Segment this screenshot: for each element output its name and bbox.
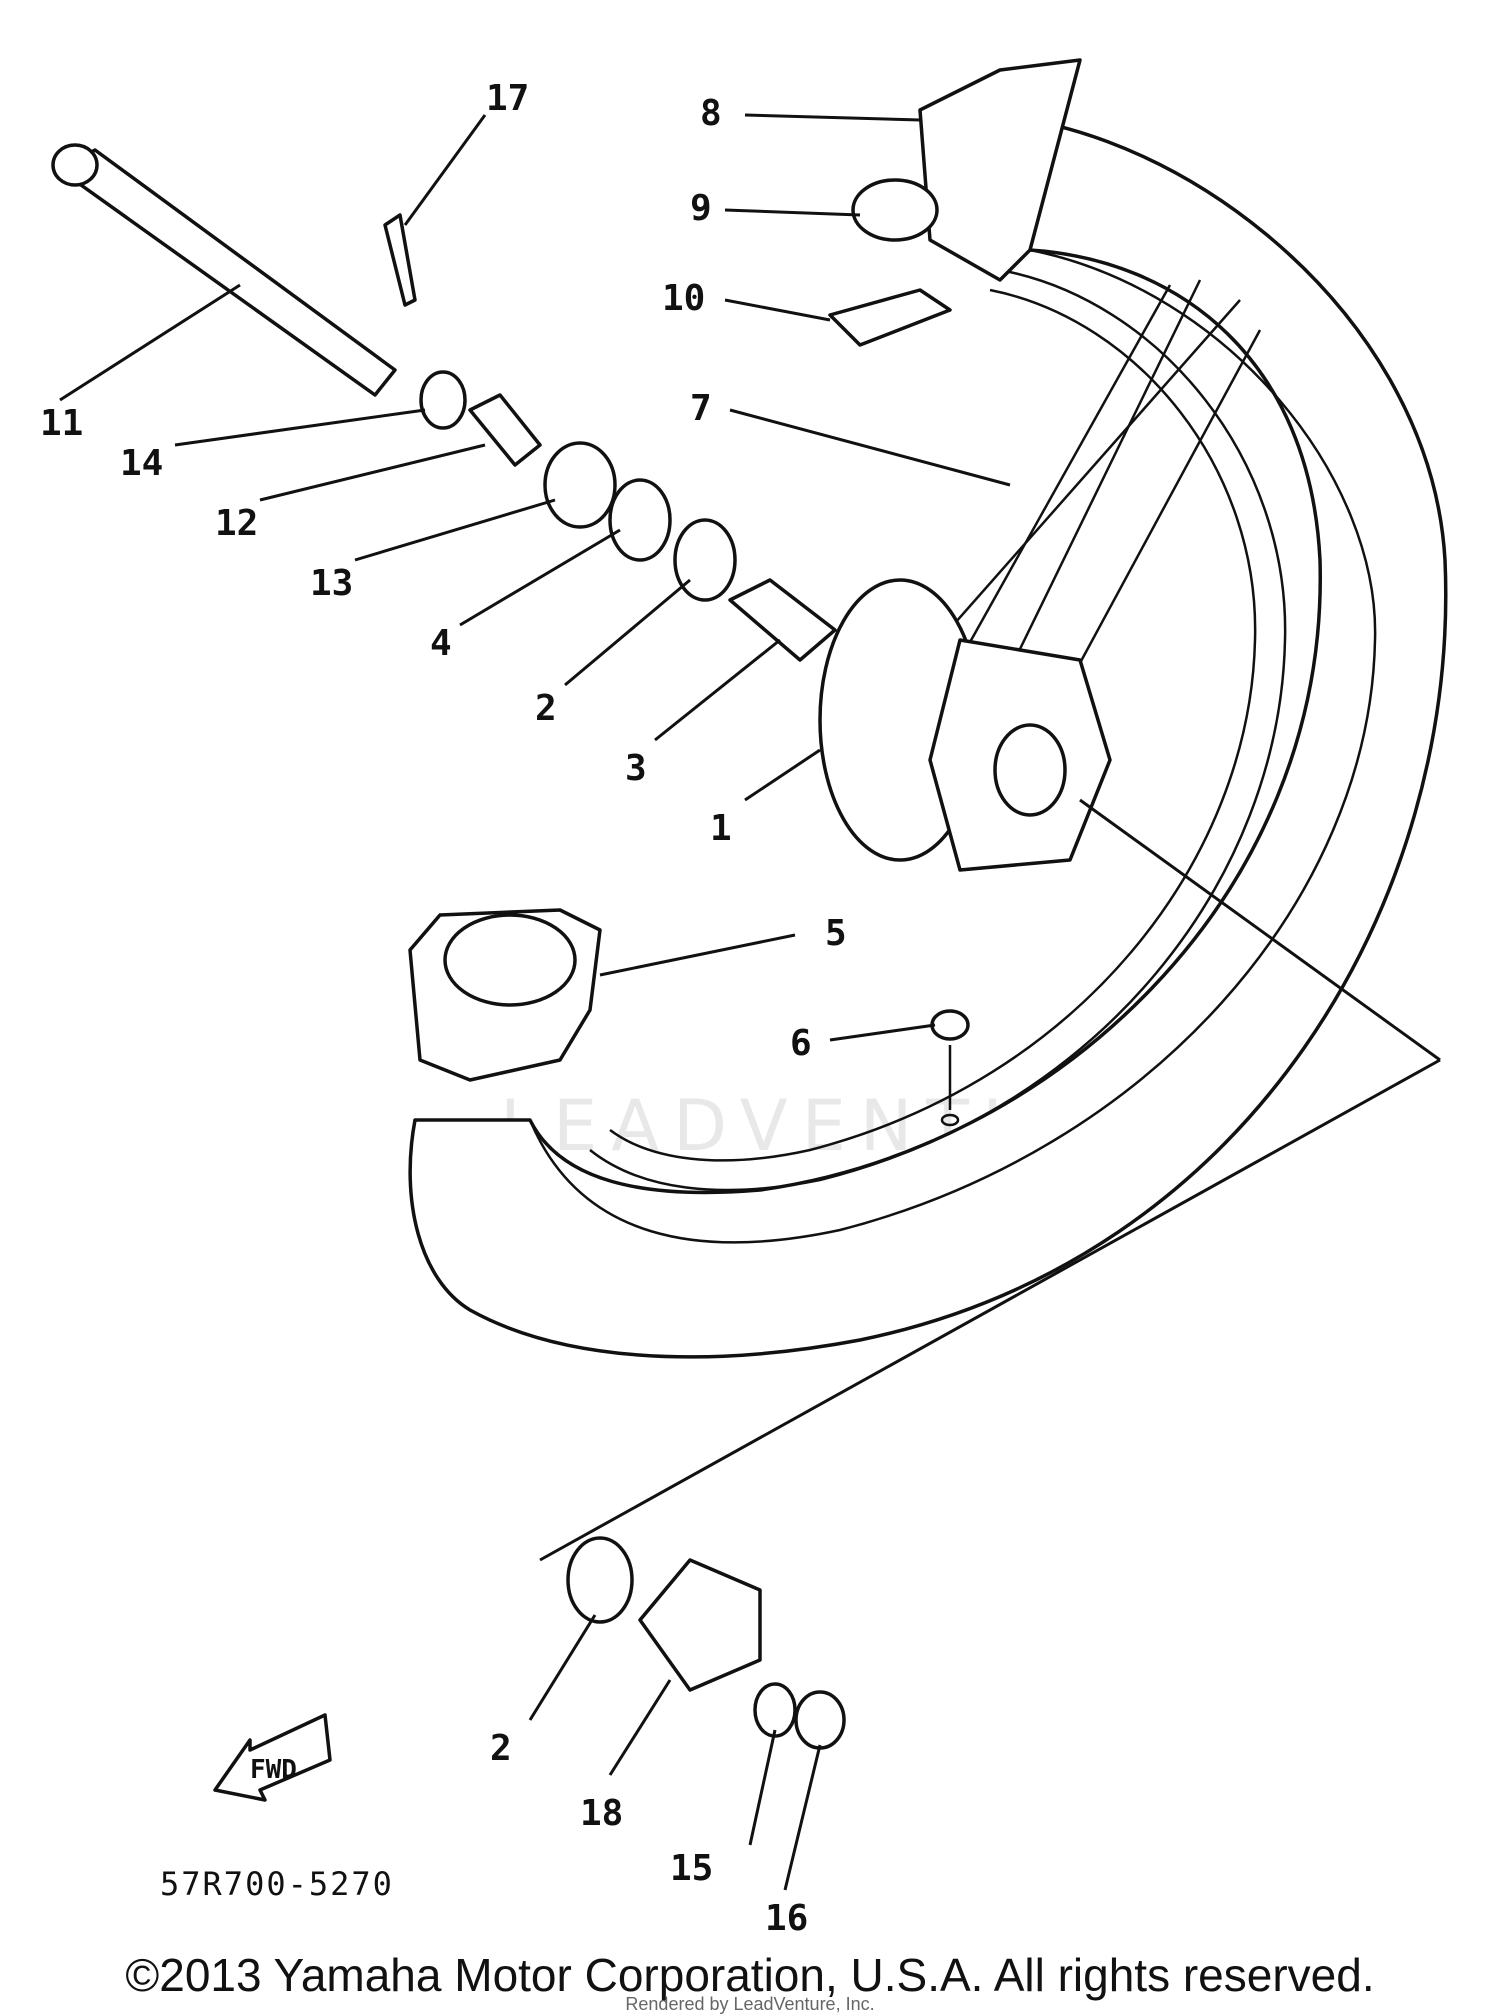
fwd-arrow: FWD [213,1713,332,1802]
hub [818,578,1112,872]
tire-section-top [828,58,1082,347]
tire-section-bottom [408,908,602,1082]
callout-16: 16 [765,1898,808,1939]
callout-13: 13 [310,563,353,604]
callout-2-upper: 2 [535,688,557,729]
tire [408,112,1448,1359]
callout-10: 10 [662,278,705,319]
callout-15: 15 [670,1848,713,1889]
spacer-3 [728,578,837,662]
axle [51,143,397,397]
washer-14 [419,370,467,430]
callout-2-lower: 2 [490,1728,512,1769]
callouts: 17 8 9 10 11 14 7 12 13 4 2 3 1 5 6 2 18… [40,78,847,1939]
hub-18 [638,1558,762,1692]
oil-seal-13 [543,441,617,529]
callout-6: 6 [790,1023,812,1064]
fwd-label: FWD [250,1755,297,1785]
leader-lines [59,113,1011,1891]
callout-14: 14 [120,443,163,484]
cotter-pin [383,213,417,307]
bearing-2-upper [673,518,737,602]
assembly-line-upper [1079,798,1441,1062]
callout-18: 18 [580,1793,623,1834]
tube-section [851,178,939,242]
callout-5: 5 [825,913,847,954]
nut-16 [794,1690,846,1750]
rim-band [828,288,952,347]
callout-17: 17 [486,78,529,119]
collar-12 [468,393,542,467]
callout-12: 12 [215,503,258,544]
drawing-code: 57R700-5270 [160,1865,394,1903]
callout-8: 8 [700,93,722,134]
valve-cap-6 [930,1009,970,1041]
callout-9: 9 [690,188,712,229]
rendered-by-notice: Rendered by LeadVenture, Inc. [625,1994,875,2014]
assembly-line-lower [539,1058,1441,1562]
callout-7: 7 [690,388,712,429]
bearing-2-lower [566,1536,634,1624]
callout-11: 11 [40,403,83,444]
spokes [939,279,1262,701]
callout-3: 3 [625,748,647,789]
callout-1: 1 [710,808,732,849]
washer-15 [753,1682,797,1738]
rim [589,268,1287,1192]
copyright-notice: ©2013 Yamaha Motor Corporation, U.S.A. A… [125,1949,1375,2001]
callout-4: 4 [430,623,452,664]
bearing-4 [608,478,672,562]
